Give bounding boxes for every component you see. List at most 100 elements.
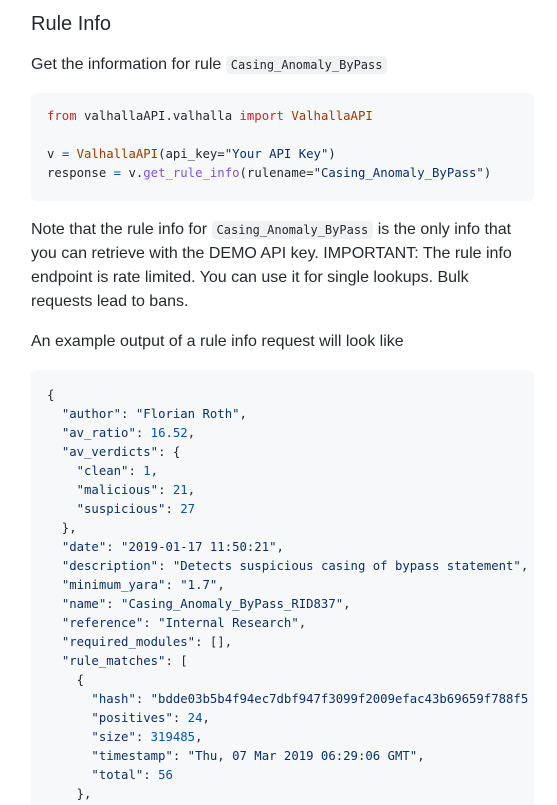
json-line: "rule_matches": [ xyxy=(47,652,528,671)
py-token: import xyxy=(239,109,284,123)
py-token: v. xyxy=(121,166,144,180)
rule-name-code: Casing_Anomaly_ByPass xyxy=(225,56,388,74)
py-token: "Casing_Anomaly_ByPass" xyxy=(313,166,484,180)
json-token: : xyxy=(172,711,188,725)
json-token: , xyxy=(150,464,159,478)
json-token xyxy=(47,730,91,744)
json-token: : { xyxy=(158,445,181,459)
json-token: 319485 xyxy=(150,730,196,744)
json-line: "malicious": 21, xyxy=(47,481,528,500)
json-token xyxy=(47,711,91,725)
json-token: "Florian Roth" xyxy=(135,407,240,421)
json-line: "minimum_yara": "1.7", xyxy=(47,576,528,595)
json-token: "name" xyxy=(61,597,107,611)
intro-text: Get the information for rule xyxy=(31,56,226,73)
json-token: : xyxy=(158,483,173,497)
json-token: : xyxy=(135,730,151,744)
json-line: "required_modules": [], xyxy=(47,633,528,652)
json-token xyxy=(47,654,62,668)
json-token: , xyxy=(187,483,196,497)
json-token: "Casing_Anomaly_ByPass_RID837" xyxy=(121,597,344,611)
json-token: "suspicious" xyxy=(76,502,166,516)
json-line: "hash": "bdde03b5b4f94ec7dbf947f3099f200… xyxy=(47,690,528,709)
py-token: "Your API Key" xyxy=(224,147,329,161)
json-token: "author" xyxy=(61,407,122,421)
json-token: : xyxy=(128,464,144,478)
json-token: "positives" xyxy=(91,711,173,725)
section-heading: Rule Info xyxy=(31,13,112,35)
json-token: , xyxy=(343,597,351,611)
json-token: "rule_matches" xyxy=(61,654,166,668)
json-token: : xyxy=(106,597,122,611)
py-token: get_rule_info xyxy=(143,166,240,180)
json-token: { xyxy=(47,673,85,687)
json-output: { "author": "Florian Roth", "av_ratio": … xyxy=(47,386,528,804)
py-token: valhallaAPI.valhalla xyxy=(76,109,240,123)
json-line: "av_ratio": 16.52, xyxy=(47,424,528,443)
py-token: (api_key= xyxy=(158,147,225,161)
json-token xyxy=(47,559,62,573)
json-line: "size": 319485, xyxy=(47,728,528,747)
py-token: v xyxy=(47,147,62,161)
json-token: 21 xyxy=(172,483,188,497)
json-token xyxy=(47,426,62,440)
json-output-block[interactable]: { "author": "Florian Roth", "av_ratio": … xyxy=(31,370,534,805)
json-token: : xyxy=(135,692,151,706)
json-token: "malicious" xyxy=(76,483,159,497)
json-token: "Detects suspicious casing of bypass sta… xyxy=(172,559,521,573)
json-token xyxy=(47,464,77,478)
json-token: : xyxy=(135,426,151,440)
json-line: "av_verdicts": { xyxy=(47,443,528,462)
json-token xyxy=(47,483,77,497)
json-token: , xyxy=(217,578,225,592)
json-token: : xyxy=(165,502,181,516)
json-token: "minimum_yara" xyxy=(61,578,166,592)
json-line: "timestamp": "Thu, 07 Mar 2019 06:29:06 … xyxy=(47,747,528,766)
json-token: "2019-01-17 11:50:21" xyxy=(121,540,277,554)
json-line: "positives": 24, xyxy=(47,709,528,728)
json-token: 16.52 xyxy=(150,426,188,440)
json-token: }, xyxy=(47,521,77,535)
json-token: { xyxy=(47,388,55,402)
py-line xyxy=(47,126,491,145)
note-paragraph-line1: Note that the rule info for Casing_Anoma… xyxy=(31,218,511,242)
json-line: }, xyxy=(47,785,528,804)
py-token: = xyxy=(61,147,70,161)
json-token: : xyxy=(172,749,188,763)
json-token: , xyxy=(276,540,284,554)
python-code-block[interactable]: from valhallaAPI.valhalla import Valhall… xyxy=(31,93,534,201)
note-paragraph-line2: you can retrieve with the DEMO API key. … xyxy=(31,245,512,262)
json-token: , xyxy=(417,749,425,763)
json-token: : [ xyxy=(165,654,188,668)
json-token: : xyxy=(106,540,122,554)
json-token: "bdde03b5b4f94ec7dbf947f3099f2009efac43b… xyxy=(150,692,529,706)
note-text-pre: Note that the rule info for xyxy=(31,221,212,238)
json-token: , xyxy=(520,559,529,573)
json-token: "1.7" xyxy=(180,578,218,592)
json-token: "hash" xyxy=(91,692,136,706)
json-token: : xyxy=(143,616,159,630)
json-token xyxy=(47,768,91,782)
json-token: "required_modules" xyxy=(61,635,196,649)
json-line: "total": 56 xyxy=(47,766,528,785)
json-token: }, xyxy=(47,787,92,801)
json-token xyxy=(47,692,91,706)
note-paragraph-line3: endpoint is rate limited. You can use it… xyxy=(31,269,469,286)
note-paragraph-line4: requests lead to bans. xyxy=(31,293,189,310)
py-token xyxy=(69,147,76,161)
json-token xyxy=(47,407,62,421)
json-token: 1 xyxy=(143,464,151,478)
json-token: , xyxy=(298,616,307,630)
json-line: "author": "Florian Roth", xyxy=(47,405,528,424)
example-intro: An example output of a rule info request… xyxy=(31,333,404,350)
json-token: 27 xyxy=(180,502,196,516)
json-token: "Thu, 07 Mar 2019 06:29:06 GMT" xyxy=(187,749,418,763)
json-token: : xyxy=(121,407,136,421)
json-token xyxy=(47,540,62,554)
json-token: : [], xyxy=(195,635,233,649)
py-token: ValhallaAPI xyxy=(291,109,373,123)
json-token xyxy=(47,445,62,459)
json-token: : xyxy=(158,559,173,573)
json-token: "size" xyxy=(91,730,136,744)
json-token: : xyxy=(165,578,181,592)
